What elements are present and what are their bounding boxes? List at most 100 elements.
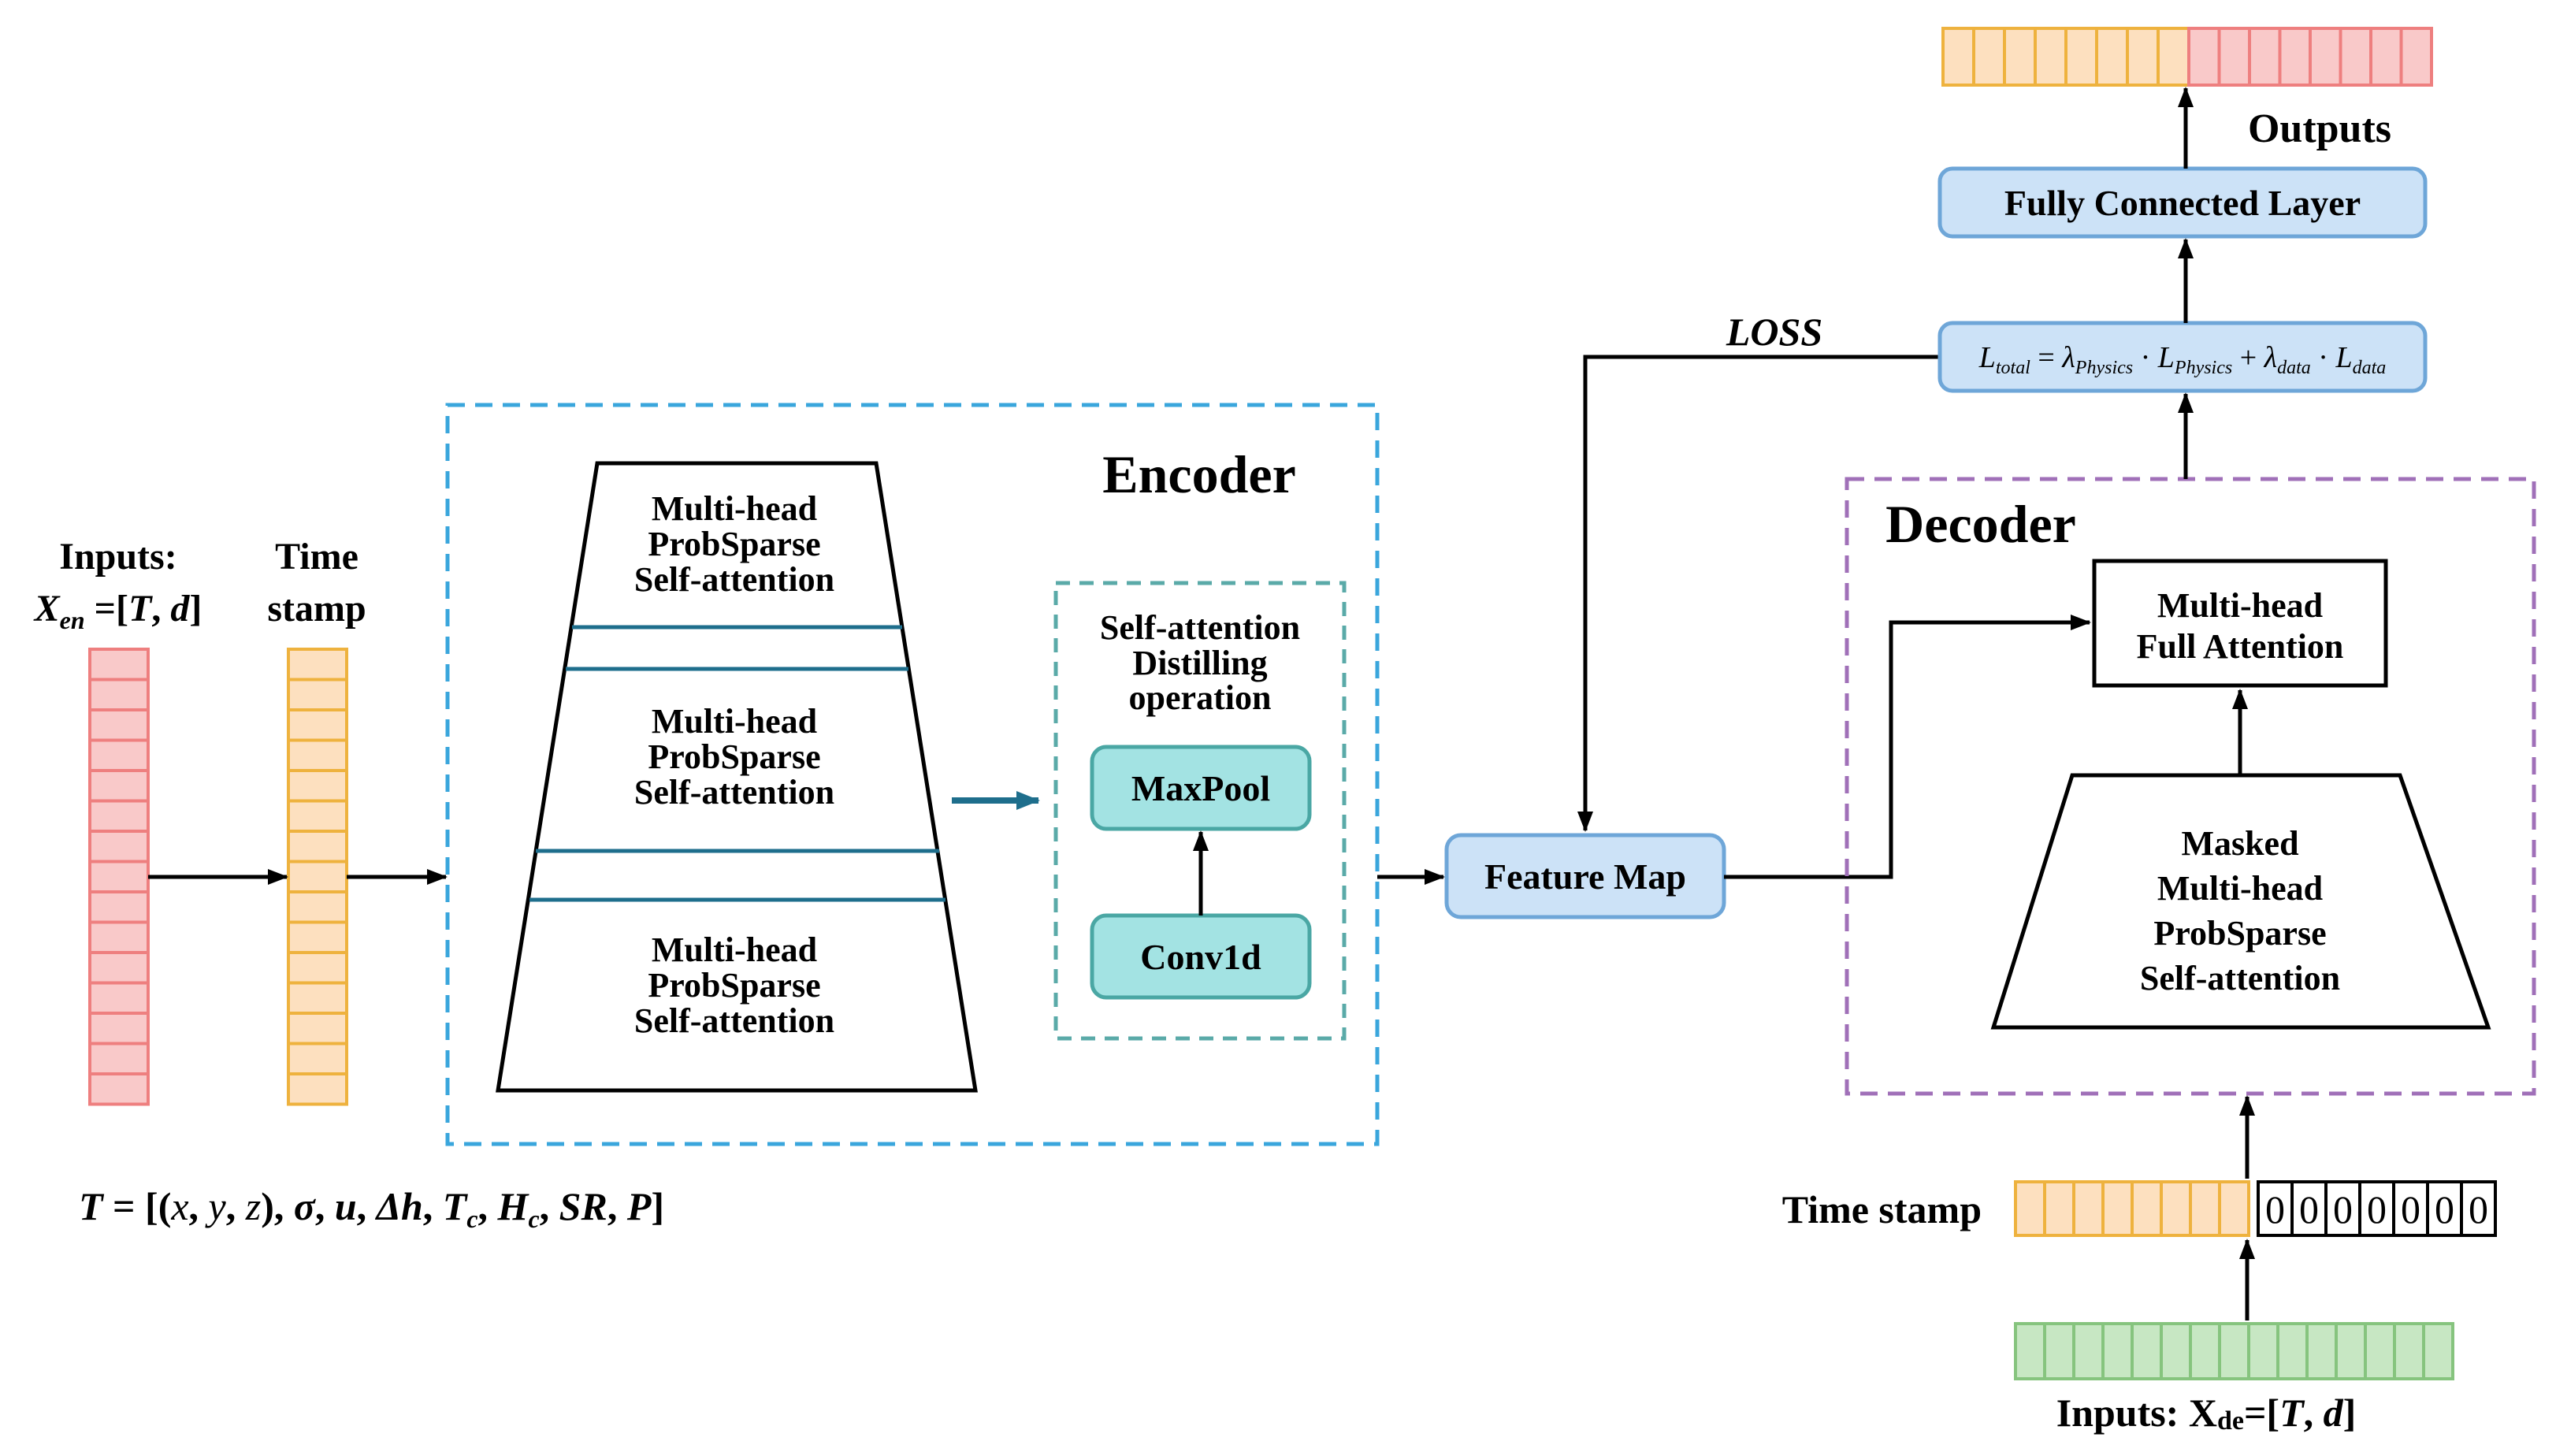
full-attention-block bbox=[2092, 559, 2388, 688]
dec-input-cell bbox=[2189, 1322, 2221, 1380]
loss-formula-block bbox=[1937, 321, 2428, 393]
svg-text:ProbSparse: ProbSparse bbox=[648, 966, 820, 1005]
masked-line4: Self-attention bbox=[2140, 959, 2340, 997]
output-cell-predicted bbox=[2248, 27, 2282, 87]
output-cell-known bbox=[2126, 27, 2160, 87]
dec-timestamp-cell bbox=[2160, 1180, 2192, 1237]
output-strip bbox=[1941, 27, 2433, 87]
input-cell bbox=[88, 738, 150, 772]
input-cell bbox=[88, 678, 150, 711]
masked-line2: Multi-head bbox=[2157, 869, 2323, 908]
svg-text:Multi-head: Multi-head bbox=[652, 489, 817, 528]
input-cell bbox=[88, 951, 150, 985]
output-cell-predicted bbox=[2309, 27, 2342, 87]
svg-text:Multi-head: Multi-head bbox=[652, 702, 817, 741]
dec-timestamp-cell bbox=[2189, 1180, 2221, 1237]
dec-input-cell bbox=[2101, 1322, 2134, 1380]
svg-text:Self-attention: Self-attention bbox=[634, 1001, 834, 1040]
dec-input-cell bbox=[2422, 1322, 2454, 1380]
dec-input-cell bbox=[2247, 1322, 2279, 1380]
output-cell-predicted bbox=[2217, 27, 2251, 87]
distilling-title-line1: Self-attention bbox=[1100, 608, 1300, 647]
loss-feedback-arrow bbox=[1577, 355, 1940, 832]
dec-input-cell bbox=[2335, 1322, 2367, 1380]
timestamp-cell bbox=[287, 830, 348, 864]
output-cell-known bbox=[2003, 27, 2037, 87]
maxpool-block bbox=[1090, 745, 1312, 831]
timestamp-cell bbox=[287, 769, 348, 803]
outputs-label: Outputs bbox=[2248, 106, 2391, 151]
zero-cell-label: 0 bbox=[2401, 1187, 2420, 1231]
timestamp-cell bbox=[287, 890, 348, 924]
zero-cell-label: 0 bbox=[2333, 1187, 2353, 1231]
full-attention-line1: Multi-head bbox=[2157, 586, 2323, 625]
output-cell-known bbox=[2157, 27, 2190, 87]
input-cell bbox=[88, 1042, 150, 1075]
zero-cell-label: 0 bbox=[2265, 1187, 2285, 1231]
input-cell bbox=[88, 1012, 150, 1046]
zero-cell-label: 0 bbox=[2469, 1187, 2488, 1231]
timestamp-cell bbox=[287, 1072, 348, 1106]
timestamp-cell bbox=[287, 920, 348, 954]
output-cell-known bbox=[1972, 27, 2006, 87]
dec-input-cell bbox=[2043, 1322, 2075, 1380]
distilling-title-line2: Distilling bbox=[1132, 644, 1267, 682]
decoder-container bbox=[1845, 477, 2536, 1096]
dec-timestamp-cell bbox=[2131, 1180, 2163, 1237]
loss-formula: Ltotal = λPhysics · LPhysics + λdata · L… bbox=[1978, 341, 2387, 378]
distilling-container bbox=[1053, 581, 1347, 1041]
fully-connected-block bbox=[1937, 166, 2428, 239]
dec-timestamp-cell bbox=[2101, 1180, 2134, 1237]
encoder-title: Encoder bbox=[1102, 444, 1296, 504]
timestamp-cell bbox=[287, 1042, 348, 1075]
dec-input-cell bbox=[2014, 1322, 2046, 1380]
dec-timestamp-label: Time stamp bbox=[1782, 1187, 1982, 1231]
timestamp-cell bbox=[287, 708, 348, 742]
timestamp-cell bbox=[287, 678, 348, 711]
full-attention-line2: Full Attention bbox=[2137, 627, 2344, 666]
enc-timestamp-line1: Time bbox=[275, 536, 359, 578]
zero-cell bbox=[2324, 1180, 2361, 1237]
inputs-xen-label: Xen =[T, d] bbox=[33, 588, 202, 634]
timestamp-cell bbox=[287, 738, 348, 772]
maxpool-label: MaxPool bbox=[1131, 768, 1270, 808]
masked-line1: Masked bbox=[2181, 824, 2298, 863]
zero-cell-label: 0 bbox=[2367, 1187, 2387, 1231]
decoder-timestamp-strip bbox=[2014, 1180, 2250, 1237]
output-cell-known bbox=[2034, 27, 2067, 87]
encoder-layer-1: Multi-head ProbSparse Self-attention bbox=[634, 489, 834, 599]
masked-attention-block bbox=[1990, 773, 2491, 1030]
dec-input-cell bbox=[2218, 1322, 2250, 1380]
inputs-title: Inputs: bbox=[59, 536, 176, 578]
decoder-input-strip bbox=[2014, 1322, 2454, 1380]
feature-map-label: Feature Map bbox=[1484, 856, 1686, 897]
encoder-input-strip bbox=[88, 648, 150, 1106]
decoder-inputs-label: Inputs: Xde=[T, d] bbox=[2056, 1391, 2357, 1436]
svg-text:Multi-head: Multi-head bbox=[652, 930, 817, 969]
input-cell bbox=[88, 648, 150, 682]
zero-cell-label: 0 bbox=[2299, 1187, 2319, 1231]
output-cell-predicted bbox=[2187, 27, 2221, 87]
loss-label: LOSS bbox=[1726, 310, 1822, 354]
input-cell bbox=[88, 1072, 150, 1106]
dec-input-cell bbox=[2305, 1322, 2338, 1380]
output-cell-known bbox=[1941, 27, 1975, 87]
output-cell-known bbox=[2064, 27, 2098, 87]
output-cell-predicted bbox=[2339, 27, 2372, 87]
encoder-container bbox=[445, 403, 1380, 1146]
output-cell-known bbox=[2095, 27, 2129, 87]
timestamp-cell bbox=[287, 1012, 348, 1046]
input-cell bbox=[88, 708, 150, 742]
dec-timestamp-cell bbox=[2218, 1180, 2250, 1237]
encoder-layer-3: Multi-head ProbSparse Self-attention bbox=[634, 930, 834, 1040]
timestamp-cell bbox=[287, 951, 348, 985]
encoder-attention-stack bbox=[496, 461, 978, 1093]
dec-input-cell bbox=[2072, 1322, 2105, 1380]
dec-input-cell bbox=[2364, 1322, 2396, 1380]
enc-timestamp-line2: stamp bbox=[267, 588, 366, 630]
timestamp-cell bbox=[287, 860, 348, 893]
t-definition-formula: T = [(x, y, z), σ, u, Δh, Tc, Hc, SR, P] bbox=[79, 1184, 664, 1233]
input-cell bbox=[88, 920, 150, 954]
